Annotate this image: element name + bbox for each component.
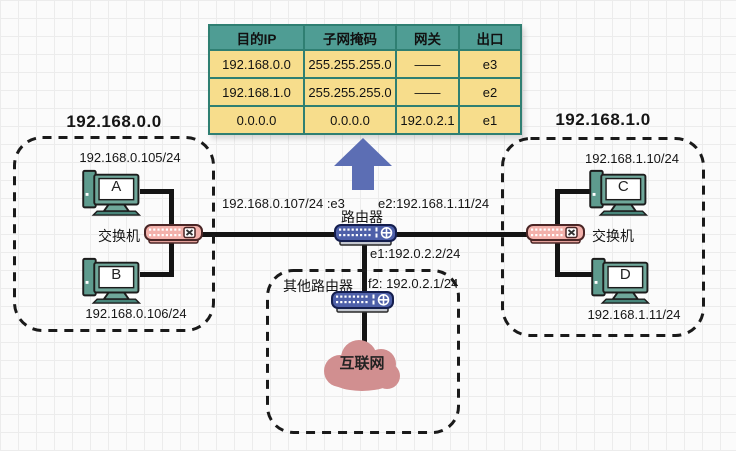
host-b: B: [81, 256, 144, 304]
cell-gateway: ——: [395, 49, 460, 79]
routing-table-row: 0.0.0.0 0.0.0.0 192.0.2.1 e1: [208, 105, 522, 135]
wire-host-a: [140, 189, 174, 194]
other-router-f2-label: f2: 192.0.2.1/24: [368, 276, 459, 291]
cell-dest-ip: 192.168.1.0: [208, 77, 305, 107]
wire-host-c: [555, 189, 592, 194]
router-icon: [334, 224, 397, 246]
cell-subnet-mask: 255.255.255.0: [303, 49, 397, 79]
cell-gateway: 192.0.2.1: [395, 105, 460, 135]
wire-host-b: [140, 272, 174, 277]
header-subnet-mask: 子网掩码: [303, 24, 397, 51]
host-a: A: [81, 168, 144, 216]
host-a-ip: 192.168.0.105/24: [79, 150, 181, 165]
cell-gateway: ——: [395, 77, 460, 107]
cell-egress: e3: [458, 49, 522, 79]
up-arrow-icon: [334, 138, 392, 190]
header-egress: 出口: [458, 24, 522, 51]
internet-cloud: 互联网: [318, 338, 406, 392]
header-gateway: 网关: [395, 24, 460, 51]
internet-label: 互联网: [339, 355, 385, 373]
other-router-box: [266, 269, 460, 434]
wire-host-d: [555, 272, 594, 277]
host-d-letter: D: [619, 266, 631, 284]
cell-egress: e2: [458, 77, 522, 107]
computer-icon: [589, 169, 649, 216]
host-d: D: [590, 256, 653, 304]
router-e1-label: e1:192.0.2.2/24: [370, 246, 461, 261]
host-c-ip: 192.168.1.10/24: [585, 151, 679, 166]
computer-icon: [591, 257, 651, 304]
router-e3-label: 192.168.0.107/24 :e3: [222, 196, 345, 211]
subnet-box-right: [501, 137, 705, 337]
cell-dest-ip: 192.168.0.0: [208, 49, 305, 79]
router-e2-label: e2:192.168.1.11/24: [378, 196, 490, 211]
computer-icon: [82, 257, 142, 304]
cloud-icon: [324, 340, 400, 391]
host-c: C: [588, 168, 651, 216]
host-d-ip: 192.168.1.11/24: [587, 307, 681, 322]
other-router-label: 其他路由器: [283, 278, 353, 294]
subnet-title-right: 192.168.1.0: [555, 110, 651, 129]
routing-table-row: 192.168.0.0 255.255.255.0 —— e3: [208, 49, 522, 79]
cell-dest-ip: 0.0.0.0: [208, 105, 305, 135]
host-b-letter: B: [111, 266, 122, 284]
switch-left-label: 交换机: [98, 228, 140, 244]
subnet-box-left: [13, 136, 215, 332]
host-c-letter: C: [617, 178, 629, 196]
host-a-letter: A: [111, 178, 122, 196]
router-label: 路由器: [341, 209, 383, 225]
cell-subnet-mask: 0.0.0.0: [303, 105, 397, 135]
switch-icon-left: [144, 224, 203, 244]
routing-table: 目的IP 子网掩码 网关 出口 192.168.0.0 255.255.255.…: [208, 24, 522, 135]
cell-egress: e1: [458, 105, 522, 135]
routing-table-row: 192.168.1.0 255.255.255.0 —— e2: [208, 77, 522, 107]
switch-icon-right: [526, 224, 585, 244]
switch-right-label: 交换机: [592, 228, 634, 244]
routing-table-header-row: 目的IP 子网掩码 网关 出口: [208, 24, 522, 51]
host-b-ip: 192.168.0.106/24: [85, 306, 187, 321]
other-router-icon: [331, 291, 394, 313]
cell-subnet-mask: 255.255.255.0: [303, 77, 397, 107]
header-dest-ip: 目的IP: [208, 24, 305, 51]
computer-icon: [82, 169, 142, 216]
subnet-title-left: 192.168.0.0: [66, 112, 162, 131]
